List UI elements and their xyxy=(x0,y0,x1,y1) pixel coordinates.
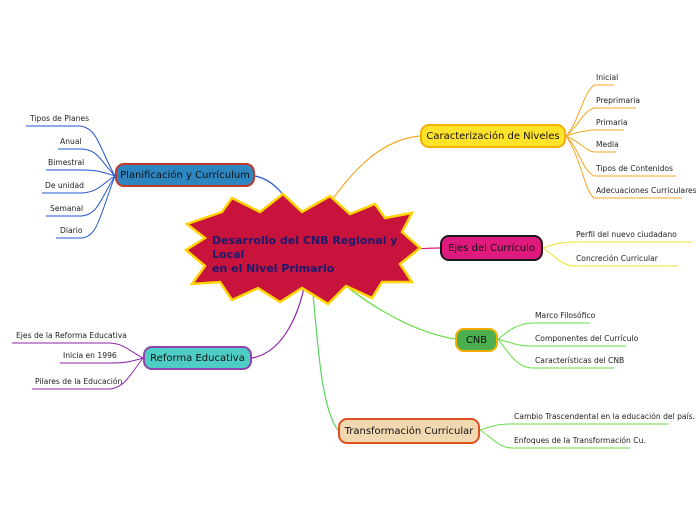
leaf-ejes-reforma[interactable]: Ejes de la Reforma Educativa xyxy=(16,331,127,340)
leaf-lines-planificacion xyxy=(26,125,116,239)
central-starburst xyxy=(183,192,422,306)
branch-ejes-label: Ejes del Currículo xyxy=(448,242,535,254)
leaf-inicia-1996[interactable]: Inicia en 1996 xyxy=(63,351,117,360)
branch-cnb-label: CNB xyxy=(465,334,488,346)
branch-planificacion[interactable]: Planificación y Currículum xyxy=(115,163,255,187)
leaf-diario[interactable]: Diario xyxy=(60,226,83,235)
leaf-lines-reforma xyxy=(12,342,144,390)
leaf-semanal[interactable]: Semanal xyxy=(50,204,84,213)
leaf-enfoques-transformacion[interactable]: Enfoques de la Transformación Cu. xyxy=(514,436,646,445)
branch-reforma[interactable]: Reforma Educativa xyxy=(143,346,252,370)
branch-planificacion-label: Planificación y Currículum xyxy=(120,169,250,181)
leaf-anual[interactable]: Anual xyxy=(60,137,82,146)
central-topic[interactable]: Desarrollo del CNB Regional y Local en e… xyxy=(212,234,412,276)
leaf-marco-filosofico[interactable]: Marco Filosófico xyxy=(535,311,596,320)
central-title-line2: en el Nivel Primario xyxy=(212,262,335,275)
leaf-media[interactable]: Media xyxy=(596,140,619,149)
leaf-componentes-curriculo[interactable]: Componentes del Currículo xyxy=(535,334,639,343)
leaf-caracteristicas-cnb[interactable]: Características del CNB xyxy=(535,356,625,365)
leaf-adecuaciones[interactable]: Adecuaciones Curriculares xyxy=(596,186,696,195)
leaf-cambio-trascendental[interactable]: Cambio Trascendental en la educación del… xyxy=(514,412,696,421)
leaf-preprimaria[interactable]: Preprimaria xyxy=(596,96,641,105)
central-title-line1: Desarrollo del CNB Regional y Local xyxy=(212,234,398,261)
connector-transformacion xyxy=(311,281,339,431)
leaf-lines-cnb xyxy=(497,322,626,369)
leaf-concrecion-curricular[interactable]: Concreción Curricular xyxy=(576,254,658,263)
leaf-de-unidad[interactable]: De unidad xyxy=(45,181,84,190)
branch-ejes[interactable]: Ejes del Currículo xyxy=(440,235,543,261)
leaf-lines-caracterizacion xyxy=(565,84,682,199)
branch-reforma-label: Reforma Educativa xyxy=(150,352,245,364)
branch-caracterizacion-label: Caracterización de Niveles xyxy=(426,130,560,142)
connector-reforma xyxy=(251,281,306,359)
leaf-inicial[interactable]: Inicial xyxy=(596,73,619,82)
branch-caracterizacion[interactable]: Caracterización de Niveles xyxy=(420,124,566,148)
branch-transformacion-label: Transformación Curricular xyxy=(344,425,474,437)
branch-cnb[interactable]: CNB xyxy=(455,328,498,352)
leaf-pilares-educacion[interactable]: Pilares de la Educación xyxy=(35,377,123,386)
leaf-tipos-planes[interactable]: Tipos de Planes xyxy=(30,114,90,123)
leaf-perfil-ciudadano[interactable]: Perfil del nuevo ciudadano xyxy=(576,230,677,239)
leaf-lines-transformacion xyxy=(479,423,668,449)
leaf-primaria[interactable]: Primaria xyxy=(596,118,628,127)
leaf-lines-ejes xyxy=(542,241,692,267)
leaf-bimestral[interactable]: Bimestral xyxy=(48,158,85,167)
leaf-tipos-contenidos[interactable]: Tipos de Contenidos xyxy=(596,164,674,173)
branch-transformacion[interactable]: Transformación Curricular xyxy=(338,418,480,444)
